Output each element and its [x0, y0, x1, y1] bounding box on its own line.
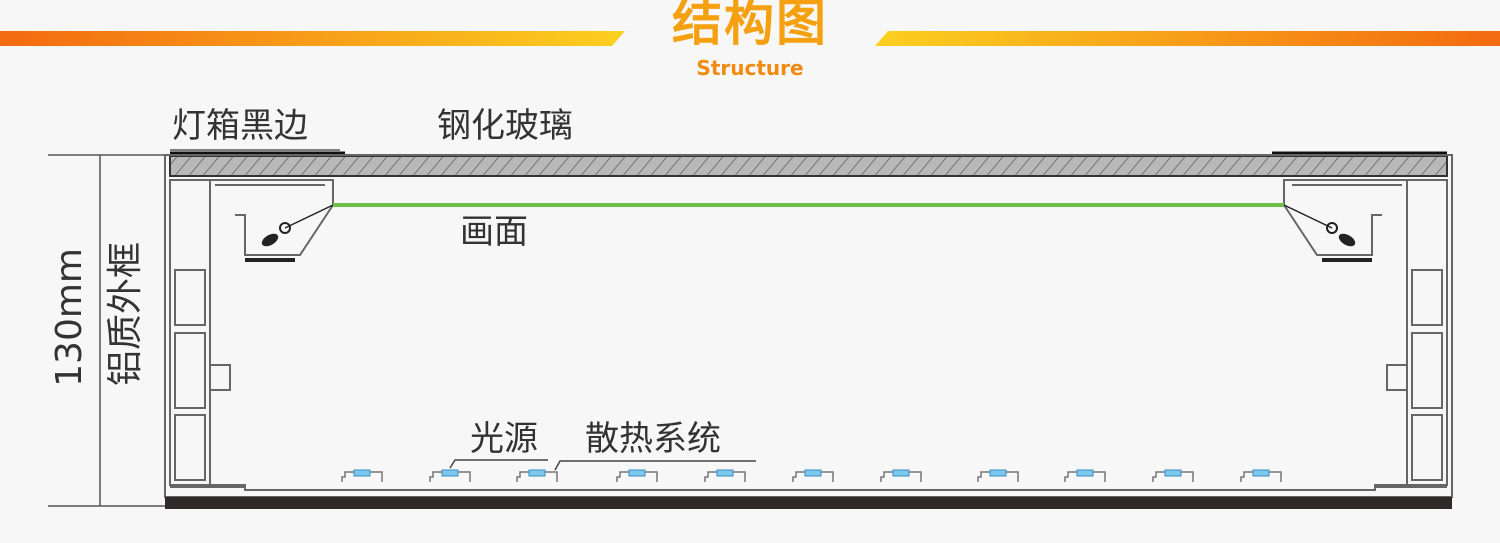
dimension-line — [48, 154, 165, 507]
base-plate — [165, 497, 1452, 509]
aluminum-frame — [164, 154, 1453, 498]
page-title: 结构图 — [672, 0, 828, 52]
led-light — [516, 469, 558, 482]
tempered-glass — [169, 155, 1448, 177]
label-light-source: 光源 — [470, 419, 538, 459]
led-light — [1240, 469, 1282, 482]
label-tempered-glass: 钢化玻璃 — [437, 106, 573, 146]
led-light — [429, 469, 471, 482]
label-height-dimension: 130mm — [49, 248, 90, 387]
led-light — [977, 469, 1019, 482]
clip-mechanism — [245, 204, 1372, 262]
led-light — [616, 469, 658, 482]
led-light — [704, 469, 746, 482]
title-bar-left — [0, 31, 625, 46]
title-bar-right — [875, 31, 1500, 46]
page-subtitle: Structure — [696, 56, 804, 80]
led-light — [880, 469, 922, 482]
label-black-edge: 灯箱黑边 — [172, 106, 308, 146]
led-light — [341, 469, 383, 482]
led-light — [1064, 469, 1106, 482]
led-light — [792, 469, 834, 482]
label-picture: 画面 — [460, 212, 528, 252]
label-aluminum-frame: 铝质外框 — [105, 242, 146, 387]
led-strip — [341, 469, 1282, 482]
led-light — [1152, 469, 1194, 482]
label-heat-dissipation: 散热系统 — [585, 419, 721, 459]
